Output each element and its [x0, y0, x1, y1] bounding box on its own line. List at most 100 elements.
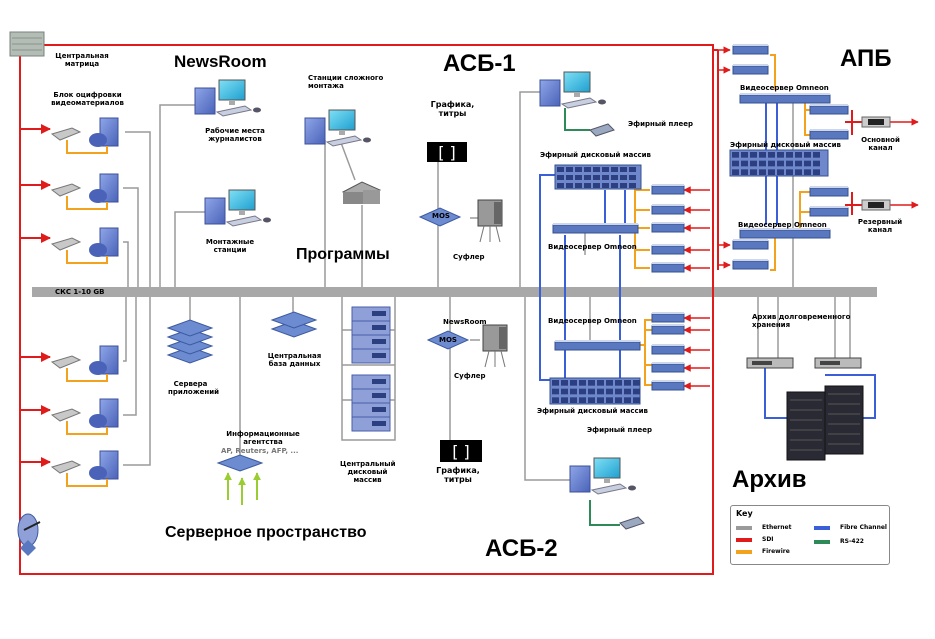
apb-port-2 [732, 64, 769, 75]
legend: Key Ethernet SDI Firewire Fibre Channel … [730, 505, 890, 565]
legend-title: Key [736, 509, 753, 518]
digitizer-4 [50, 345, 119, 382]
omneon-port-b-3 [651, 344, 685, 355]
section-programs: Программы [296, 246, 390, 263]
label-prompter-top: Суфлер [453, 253, 485, 261]
label-long-term-archive: Архив долговременного хранения [752, 313, 851, 330]
reserve-channel-encoder-icon [861, 199, 891, 211]
apb-out-3 [809, 186, 849, 197]
ethernet-lines [123, 91, 851, 481]
videoserver-2-icon [554, 340, 641, 351]
label-air-player-top: Эфирный плеер [628, 120, 693, 128]
svg-text:[ ]: [ ] [438, 143, 456, 162]
legend-item-rs422: RS-422 [814, 538, 864, 545]
legend-label: Fibre Channel [840, 524, 887, 531]
rs422-lines [564, 108, 620, 526]
sdi-right-links [712, 45, 719, 574]
label-prompter-bottom: Суфлер [454, 372, 486, 380]
omneon-port-b-5 [651, 380, 685, 391]
legend-swatch [736, 525, 752, 530]
agency-feed-arrows [224, 472, 261, 505]
videoserver-apb-1-icon [739, 93, 831, 104]
archive-tape-1-icon [746, 357, 794, 369]
pc-editing-station-icon [204, 189, 271, 227]
pc-air-player-top-icon [539, 71, 606, 109]
digitizer-group [50, 117, 119, 487]
label-air-disk-array-1: Эфирный дисковый массив [540, 151, 651, 159]
label-complex-editing: Станции сложного монтажа [308, 74, 384, 91]
label-air-disk-array-apb: Эфирный дисковый массив [730, 141, 841, 149]
app-servers-icon [166, 319, 214, 364]
central-matrix-icon [9, 31, 45, 57]
label-central-db: Центральная база данных [267, 352, 322, 369]
sdi-digitizer-links [20, 124, 51, 467]
label-graphics-top: Графика, титры [430, 100, 475, 119]
omneon-port-a-1 [651, 184, 685, 195]
label-main-channel: Основной канал [861, 136, 900, 153]
graphics-bottom-icon: [ ] [440, 440, 482, 462]
section-asb2: АСБ-2 [485, 535, 558, 562]
legend-item-firewire: Firewire [736, 548, 790, 555]
section-asb1: АСБ-1 [443, 50, 516, 77]
label-journalist-workplaces: Рабочие места журналистов [205, 127, 265, 144]
section-archive: Архив [732, 466, 807, 493]
apb-port-1 [732, 44, 769, 55]
firewire-lines [630, 54, 810, 386]
apb-out-2 [809, 129, 849, 140]
label-app-servers: Сервера приложений [168, 380, 220, 397]
prompter-top-icon [477, 199, 503, 243]
label-mos-bottom: MOS [439, 336, 457, 344]
phone-bottom-icon [619, 516, 645, 530]
digitizer-6 [50, 450, 119, 487]
pc-journalist-icon [194, 79, 261, 117]
label-mos-top: MOS [432, 212, 450, 220]
archive-tape-2-icon [814, 357, 862, 369]
air-disk-array-apb-icon [729, 149, 829, 177]
sdi-right-arrows [683, 46, 919, 390]
omneon-port-a-2 [651, 204, 685, 215]
omneon-port-a-3 [651, 222, 685, 233]
phone-top-icon [589, 123, 615, 137]
label-videoserver-1: Видеосервер Omneon [548, 243, 637, 251]
central-disk-array-icon [351, 306, 391, 432]
label-editing-stations: Монтажные станции [205, 238, 255, 255]
label-central-disk-array: Центральный дисковый массив [340, 460, 396, 485]
archive-rack-1-icon [786, 391, 826, 461]
apb-out-4 [809, 206, 849, 217]
legend-label: RS-422 [840, 538, 864, 545]
backbone-bus [32, 287, 877, 297]
omneon-port-b-2 [651, 324, 685, 335]
section-newsroom: NewsRoom [174, 52, 267, 71]
sdi-channel-bars [845, 110, 862, 215]
legend-label: SDI [762, 536, 774, 543]
air-disk-array-1-icon [554, 164, 642, 190]
legend-swatch [736, 549, 752, 554]
legend-label: Ethernet [762, 524, 792, 531]
omneon-port-b-4 [651, 362, 685, 373]
label-central-matrix: Центральная матрица [55, 52, 109, 69]
apb-out-1 [809, 104, 849, 115]
apb-port-4 [732, 259, 769, 270]
label-reserve-channel: Резервный канал [857, 218, 903, 235]
main-channel-encoder-icon [861, 116, 891, 128]
section-apb: АПБ [840, 45, 892, 72]
label-videoserver-apb-1: Видеосервер Omneon [740, 84, 829, 92]
satellite-dish-icon [17, 513, 41, 556]
info-agencies-icon [216, 454, 264, 472]
videoserver-1-icon [552, 223, 639, 234]
vtr-icon [341, 181, 382, 204]
apb-port-3 [732, 239, 769, 250]
legend-label: Firewire [762, 548, 790, 555]
label-videoserver-2: Видеосервер Omneon [548, 317, 637, 325]
legend-item-sdi: SDI [736, 536, 774, 543]
legend-swatch [814, 525, 830, 530]
label-graphics-bottom: Графика, титры [436, 466, 480, 485]
svg-text:[ ]: [ ] [452, 442, 470, 461]
air-disk-array-2-icon [549, 377, 641, 405]
graphics-top-icon: [ ] [427, 142, 467, 162]
central-db-icon [270, 311, 318, 338]
mos-bottom-icon [426, 330, 470, 350]
device-icons: [ ] [ ] [17, 44, 891, 556]
label-info-agencies: Информационные агентства [226, 430, 300, 447]
